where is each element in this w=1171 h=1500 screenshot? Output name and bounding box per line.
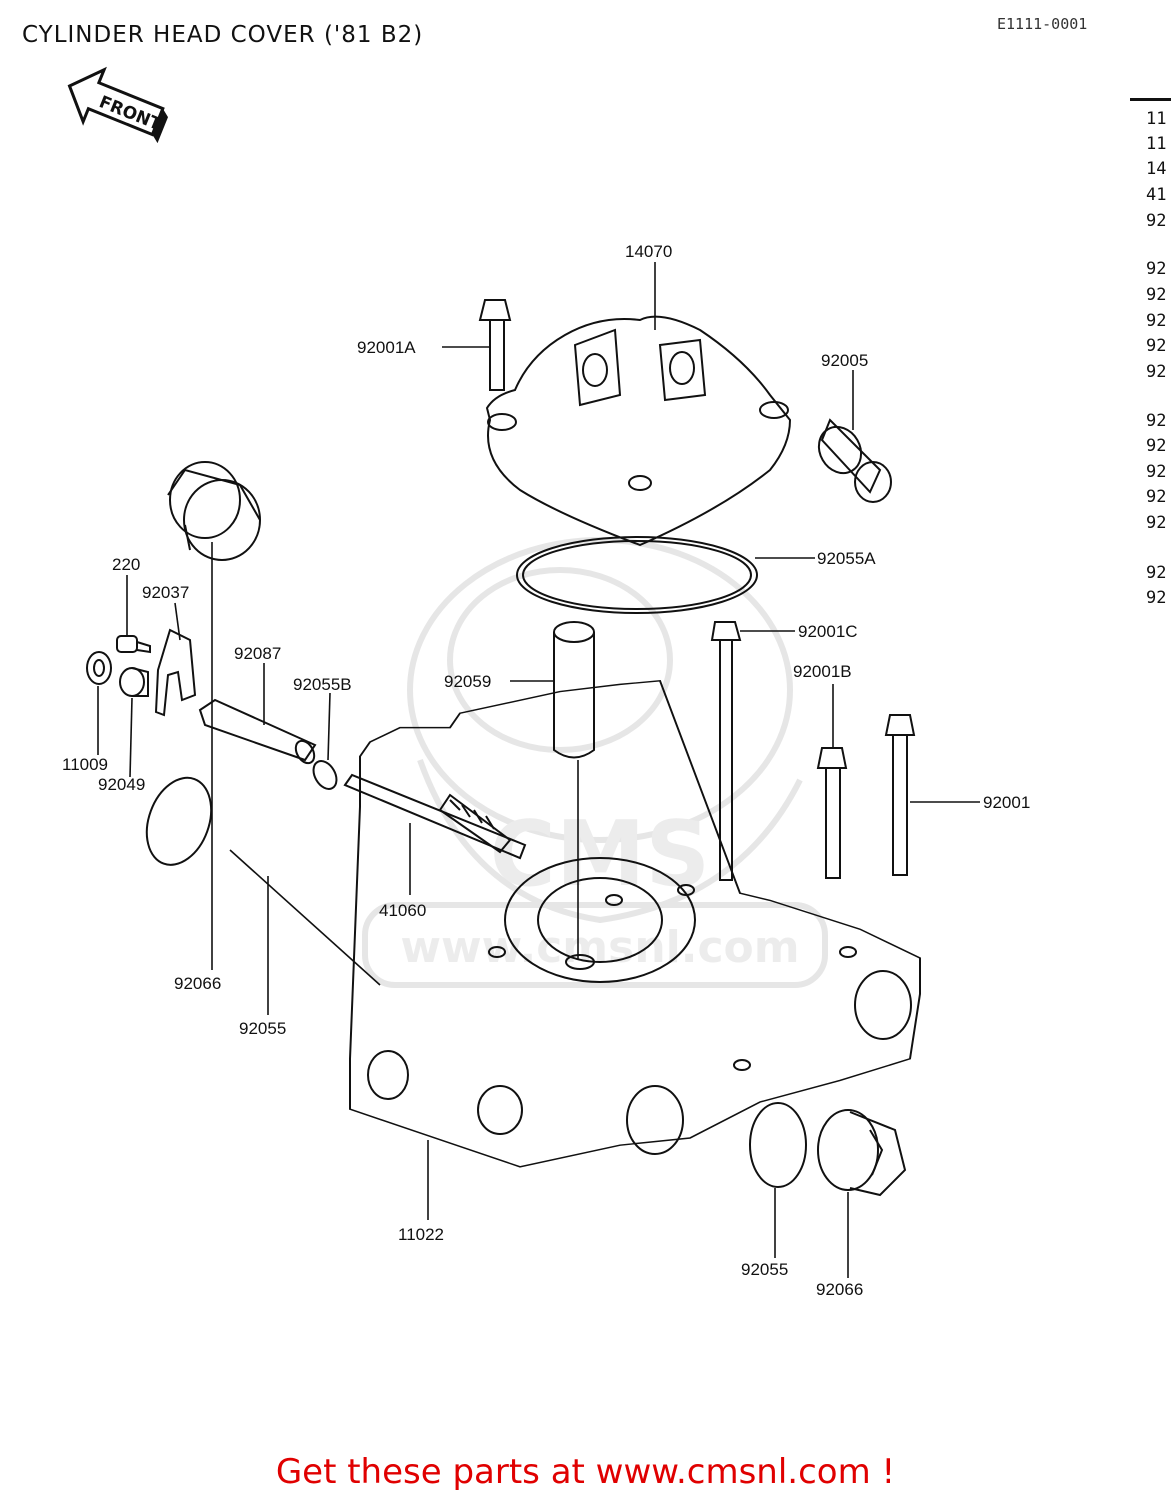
part-label-14070[interactable]: 14070 — [625, 242, 672, 261]
sidebar-part-number[interactable]: 92 — [1146, 436, 1167, 456]
part-label-92055-right[interactable]: 92055 — [741, 1260, 788, 1279]
leader-lines — [97, 262, 980, 1278]
part-label-92059[interactable]: 92059 — [444, 672, 491, 691]
front-arrow-icon: FRONT — [67, 66, 169, 144]
screw-220 — [116, 635, 151, 654]
exploded-parts-diagram: CMS www.cmsnl.com FRONT — [62, 66, 1030, 1299]
parts-list-sidebar: 11 11 14 41 92 92 92 92 92 92 92 92 92 92 92 92 92 — [1130, 98, 1171, 621]
diagram-reference-id: E1111-0001 — [997, 15, 1088, 33]
gasket-92055-right — [749, 1102, 807, 1188]
sidebar-part-number[interactable]: 11 — [1146, 109, 1167, 129]
plug-cap — [817, 418, 892, 503]
part-label-92066-right[interactable]: 92066 — [816, 1280, 863, 1299]
bolt-92001b — [816, 747, 848, 879]
o-ring-large — [516, 536, 758, 614]
sidebar-part-number[interactable]: 92 — [1146, 487, 1167, 507]
washer-11009 — [86, 651, 112, 685]
part-label-92001b[interactable]: 92001B — [793, 662, 852, 681]
part-label-92055a[interactable]: 92055A — [817, 549, 876, 568]
cms-watermark-logo: CMS www.cmsnl.com — [362, 537, 828, 988]
part-label-41060[interactable]: 41060 — [379, 901, 426, 920]
sidebar-part-number[interactable]: 92 — [1146, 211, 1167, 231]
sidebar-part-number[interactable]: 11 — [1146, 134, 1167, 154]
sidebar-part-number[interactable]: 41 — [1146, 185, 1167, 205]
plug-92066-right — [817, 1109, 907, 1197]
shaft-sleeve — [198, 698, 317, 765]
watermark-brand: CMS — [490, 802, 710, 907]
part-label-92087[interactable]: 92087 — [234, 644, 281, 663]
part-label-11009[interactable]: 11009 — [62, 755, 108, 774]
sidebar-part-number[interactable]: 92 — [1146, 259, 1167, 279]
part-label-92066-left[interactable]: 92066 — [174, 974, 221, 993]
part-label-92049[interactable]: 92049 — [98, 775, 145, 794]
guide-tube — [553, 621, 595, 759]
part-label-92055b[interactable]: 92055B — [293, 675, 352, 694]
sidebar-part-number[interactable]: 92 — [1146, 462, 1167, 482]
footer-link-text[interactable]: Get these parts at www.cmsnl.com ! — [275, 1452, 896, 1492]
sidebar-part-number[interactable]: 92 — [1146, 588, 1167, 608]
tachometer-drive-shaft — [343, 773, 527, 860]
watermark-url: www.cmsnl.com — [400, 922, 799, 973]
cylinder-head-cover-cap — [485, 315, 792, 547]
part-label-220[interactable]: 220 — [112, 555, 140, 574]
sidebar-part-number[interactable]: 92 — [1146, 336, 1167, 356]
sidebar-part-number[interactable]: 92 — [1146, 513, 1167, 533]
bolt-92001a — [478, 299, 512, 391]
o-ring-small — [312, 760, 338, 790]
part-label-92001[interactable]: 92001 — [983, 793, 1030, 812]
plug-92066-left — [167, 461, 261, 561]
cylinder-head-body — [349, 680, 921, 1168]
part-label-92055-left[interactable]: 92055 — [239, 1019, 286, 1038]
page-title: CYLINDER HEAD COVER ('81 B2) — [22, 22, 424, 48]
sidebar-part-number[interactable]: 92 — [1146, 563, 1167, 583]
bolt-92001c — [710, 621, 742, 881]
bushing-92049 — [119, 667, 149, 697]
part-label-92037[interactable]: 92037 — [142, 583, 189, 602]
part-label-92001a[interactable]: 92001A — [357, 338, 416, 357]
bolt-92001 — [884, 714, 916, 876]
part-label-92001c[interactable]: 92001C — [798, 622, 858, 641]
sidebar-part-number[interactable]: 92 — [1146, 362, 1167, 382]
sidebar-part-number[interactable]: 14 — [1146, 159, 1167, 179]
holder-92037 — [154, 628, 197, 717]
sidebar-part-number[interactable]: 92 — [1146, 285, 1167, 305]
sidebar-part-number[interactable]: 92 — [1146, 411, 1167, 431]
part-label-11022[interactable]: 11022 — [398, 1225, 444, 1244]
sidebar-part-number[interactable]: 92 — [1146, 311, 1167, 331]
part-label-92005[interactable]: 92005 — [821, 351, 868, 370]
gasket-92055-left — [145, 776, 213, 866]
